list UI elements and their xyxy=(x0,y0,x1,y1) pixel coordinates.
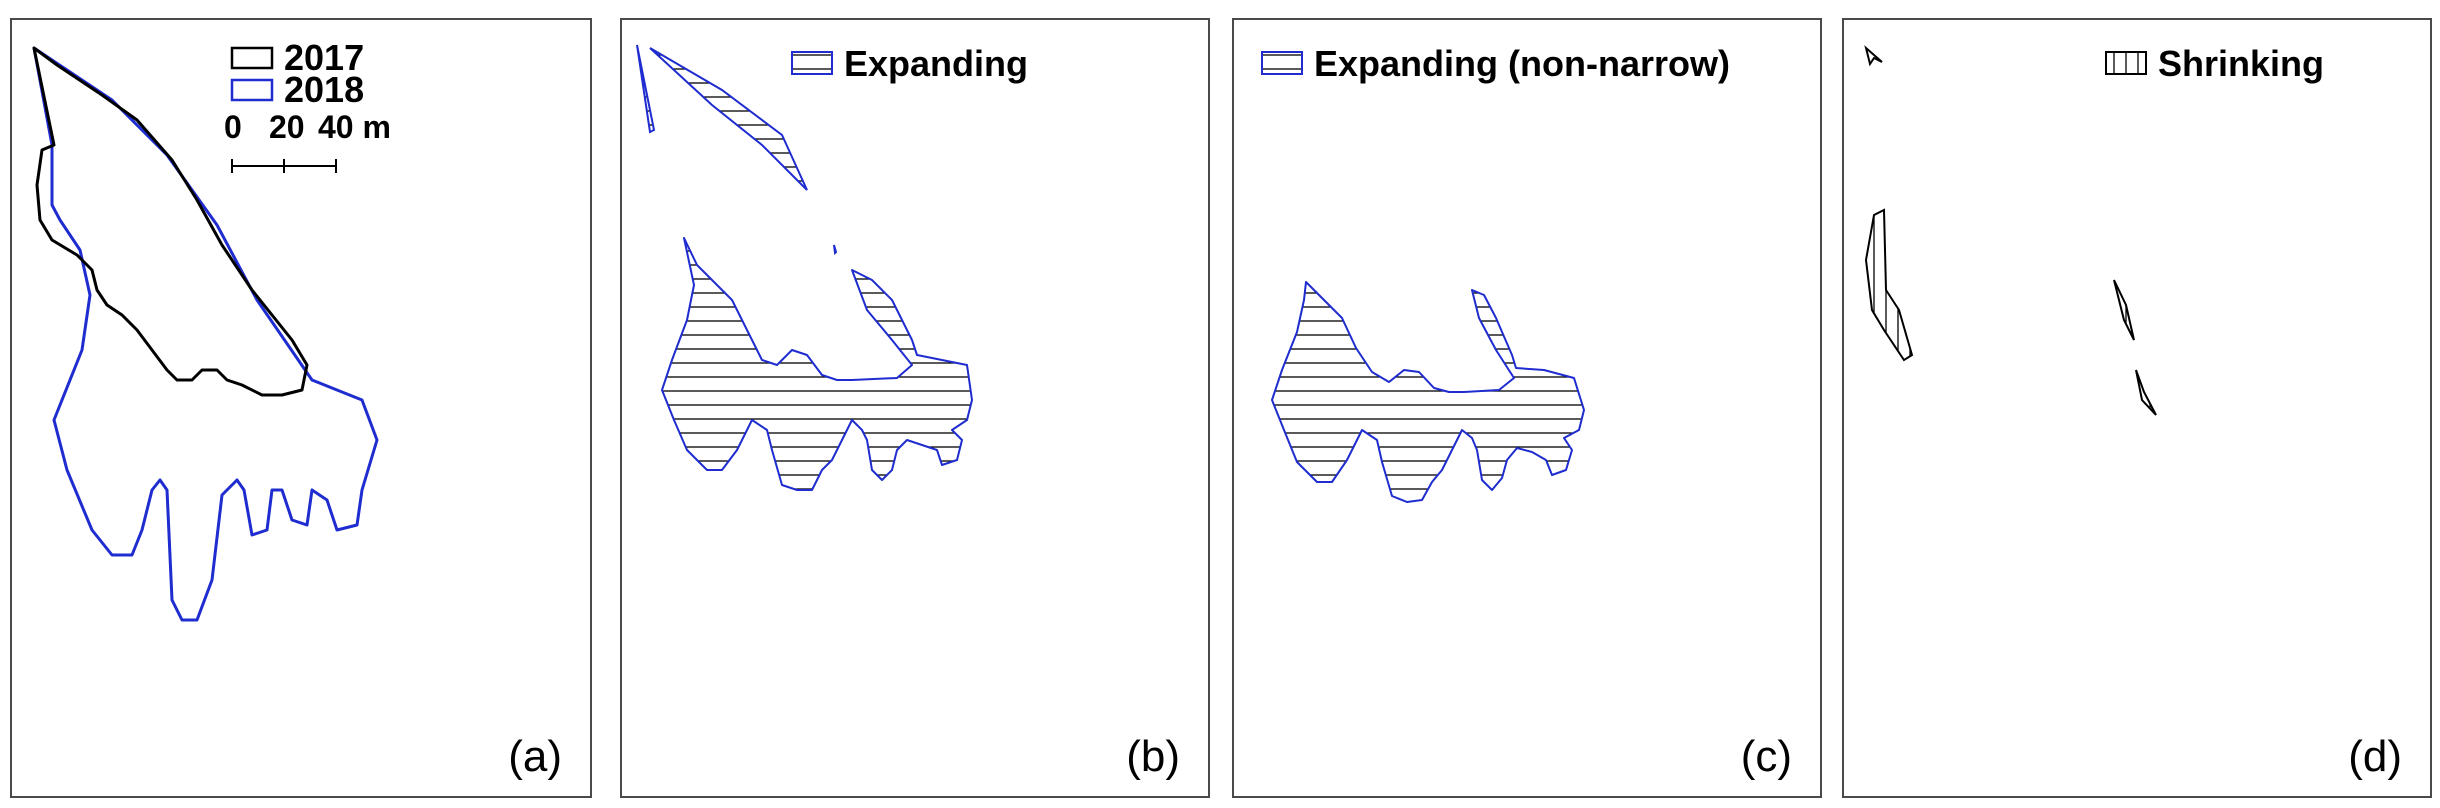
panel-b-map: Expanding xyxy=(636,43,1028,491)
legend-expanding-non-narrow-label: Expanding (non-narrow) xyxy=(1314,43,1730,84)
outline-2017 xyxy=(32,46,309,397)
legend-expanding-non-narrow-swatch xyxy=(1261,51,1303,75)
shrinking-region-tip xyxy=(1864,45,1883,67)
shrinking-region-center-lower xyxy=(2135,369,2157,416)
legend-2018-swatch xyxy=(230,78,274,102)
scale-tick-0: 0 xyxy=(224,109,242,145)
scale-tick-40: 40 m xyxy=(318,109,391,145)
legend-expanding-label: Expanding xyxy=(844,43,1028,84)
legend-shrinking-swatch xyxy=(2105,51,2147,75)
expanding-region-speck xyxy=(833,244,838,256)
expanding-region-sliver-2 xyxy=(649,47,808,191)
panel-d: Shrinking (d) xyxy=(1842,18,2432,798)
panel-b-label: (b) xyxy=(1126,732,1180,781)
scale-bar xyxy=(231,159,337,173)
legend-2017-swatch xyxy=(230,46,274,70)
panel-c: Expanding (non-narrow) (c) xyxy=(1232,18,1822,798)
panel-d-label: (d) xyxy=(2348,732,2402,781)
panel-d-map: Shrinking xyxy=(1864,43,2324,416)
expanding-region-sliver-1 xyxy=(636,44,656,134)
panel-a-map: 2017 2018 0 20 40 m xyxy=(32,37,391,622)
legend-expanding-swatch xyxy=(791,51,833,75)
panel-a: 2017 2018 0 20 40 m (a) xyxy=(10,18,592,798)
legend-2018-label: 2018 xyxy=(284,69,364,110)
scale-tick-20: 20 xyxy=(269,109,305,145)
expanding-non-narrow-region xyxy=(1271,281,1585,503)
legend-shrinking-label: Shrinking xyxy=(2158,43,2324,84)
panel-c-map: Expanding (non-narrow) xyxy=(1261,43,1730,503)
shrinking-region-center-upper xyxy=(2113,279,2135,341)
shrinking-region-left xyxy=(1864,208,1914,362)
outline-2018 xyxy=(32,46,379,622)
panel-c-label: (c) xyxy=(1740,732,1792,781)
legend-2017-label: 2017 xyxy=(284,37,364,78)
panel-a-label: (a) xyxy=(508,732,562,781)
expanding-region-main xyxy=(661,237,973,491)
panel-b: Expanding (b) xyxy=(620,18,1210,798)
